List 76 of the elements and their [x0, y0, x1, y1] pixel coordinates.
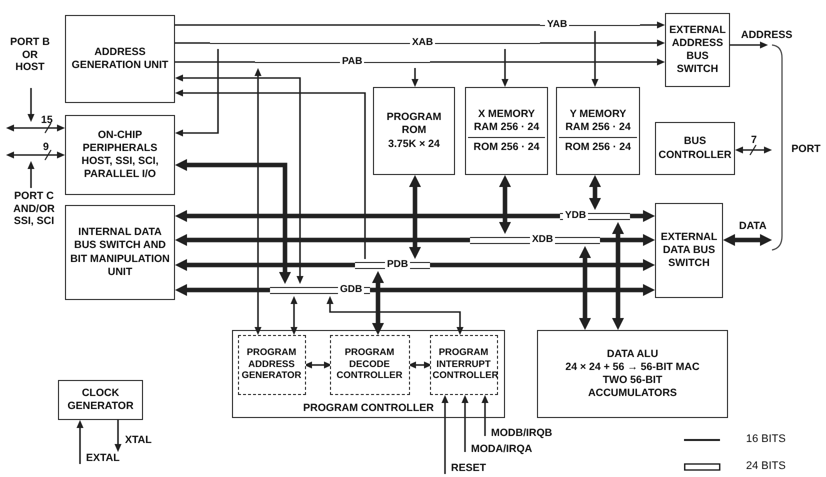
data-bus: PDB [355, 259, 430, 271]
arrow [6, 152, 65, 158]
bus-arrow [579, 246, 591, 330]
arrow [175, 90, 366, 259]
edge-label: DATA [738, 220, 768, 232]
arrow [462, 395, 468, 452]
alu-box: DATA ALU 24 × 24 + 56 → 56-BIT MAC TWO 56-BIT ACCUMULATORS [537, 330, 728, 418]
bus-arrow [370, 284, 655, 296]
unit-box: INTERNAL DATA BUS SWITCH AND BIT MANIPULATION UNIT [65, 205, 175, 300]
sub-unit-box: PROGRAM DECODE CONTROLLER [330, 334, 410, 394]
arrow [175, 49, 219, 136]
bus-arrow [430, 259, 655, 271]
bus-arrow [409, 175, 421, 259]
bus-arrow [499, 175, 511, 234]
switch-box: EXTERNAL DATA BUS SWITCH [655, 203, 723, 298]
sub-unit-box: PROGRAM INTERRUPT CONTROLLER [430, 334, 498, 394]
bus-arrow [175, 234, 470, 246]
arrow [730, 42, 768, 48]
unit-box: ON-CHIP PERIPHERALS HOST, SSI, SCI, PARALLEL I/O [65, 115, 175, 195]
bus-arrow [175, 259, 355, 271]
arrow [442, 395, 448, 474]
bus-arrow [175, 159, 291, 284]
edge-label: EXTAL [85, 452, 121, 464]
arrow [408, 362, 432, 368]
arrow [502, 49, 508, 87]
bus-arrow [612, 222, 624, 330]
arrow [592, 31, 598, 87]
edge-label: 15 [40, 114, 54, 126]
arrow [540, 40, 665, 46]
arrow [412, 68, 418, 87]
arrow [326, 296, 464, 335]
sub-unit-box: PROGRAM ADDRESS GENERATOR [238, 334, 306, 394]
memory-box: Y MEMORY RAM 256 · 24 ROM 256 · 24 [556, 87, 640, 175]
bus-arrow [175, 284, 270, 296]
bus-arrow [630, 210, 655, 222]
data-bus: XDB [470, 234, 600, 246]
edge-label: ADDRESS [740, 29, 794, 42]
edge-label: MODB/IRQB [490, 427, 554, 440]
bus-arrow [175, 210, 560, 222]
edge-label: XTAL [124, 434, 153, 446]
edge-label: MODA/IRQA [470, 443, 534, 456]
address-bus: YAB [540, 19, 640, 31]
edge-label: 9 [42, 141, 50, 154]
connector-line [175, 61, 255, 63]
arrow [735, 146, 772, 154]
bus-arrow [589, 175, 601, 210]
arrow [254, 68, 262, 335]
edge-label: RESET [450, 462, 488, 474]
address-bus: PAB [255, 56, 430, 68]
bus-arrow [600, 234, 655, 246]
arrow [114, 420, 122, 452]
arrow [6, 124, 65, 132]
legend-text: 24 BITS [745, 460, 787, 473]
address-bus: XAB [210, 37, 540, 49]
controller-box: BUS CONTROLLER [655, 122, 735, 175]
controller-group: PROGRAM CONTROLLER PROGRAM ADDRESS GENERATOR PROGRAM DECODE CONTROLLER PROGRAM INTERRUPT CONTROLLER [232, 330, 505, 418]
bus-arrow [723, 234, 772, 246]
bus-arrow [372, 271, 384, 335]
switch-box: EXTERNAL ADDRESS BUS SWITCH [665, 13, 730, 87]
legend-text: 16 BITS [745, 433, 787, 446]
data-bus: YDB [560, 210, 630, 222]
arrow [76, 420, 84, 464]
edge-label: 7 [750, 134, 758, 146]
clock-box: CLOCK GENERATOR [58, 380, 143, 420]
unit-box: ADDRESS GENERATION UNIT [65, 15, 175, 103]
arrow [175, 74, 304, 284]
arrow [640, 22, 665, 28]
memory-box: PROGRAM ROM 3.75K × 24 [373, 87, 455, 175]
data-bus: GDB [270, 284, 370, 296]
arrow [430, 58, 665, 66]
arrow [290, 296, 298, 335]
arrow [304, 362, 332, 368]
arrow [482, 395, 488, 436]
connector-line [175, 42, 210, 44]
memory-box: X MEMORY RAM 256 · 24 ROM 256 · 24 [465, 87, 548, 175]
connector-line [175, 24, 540, 26]
